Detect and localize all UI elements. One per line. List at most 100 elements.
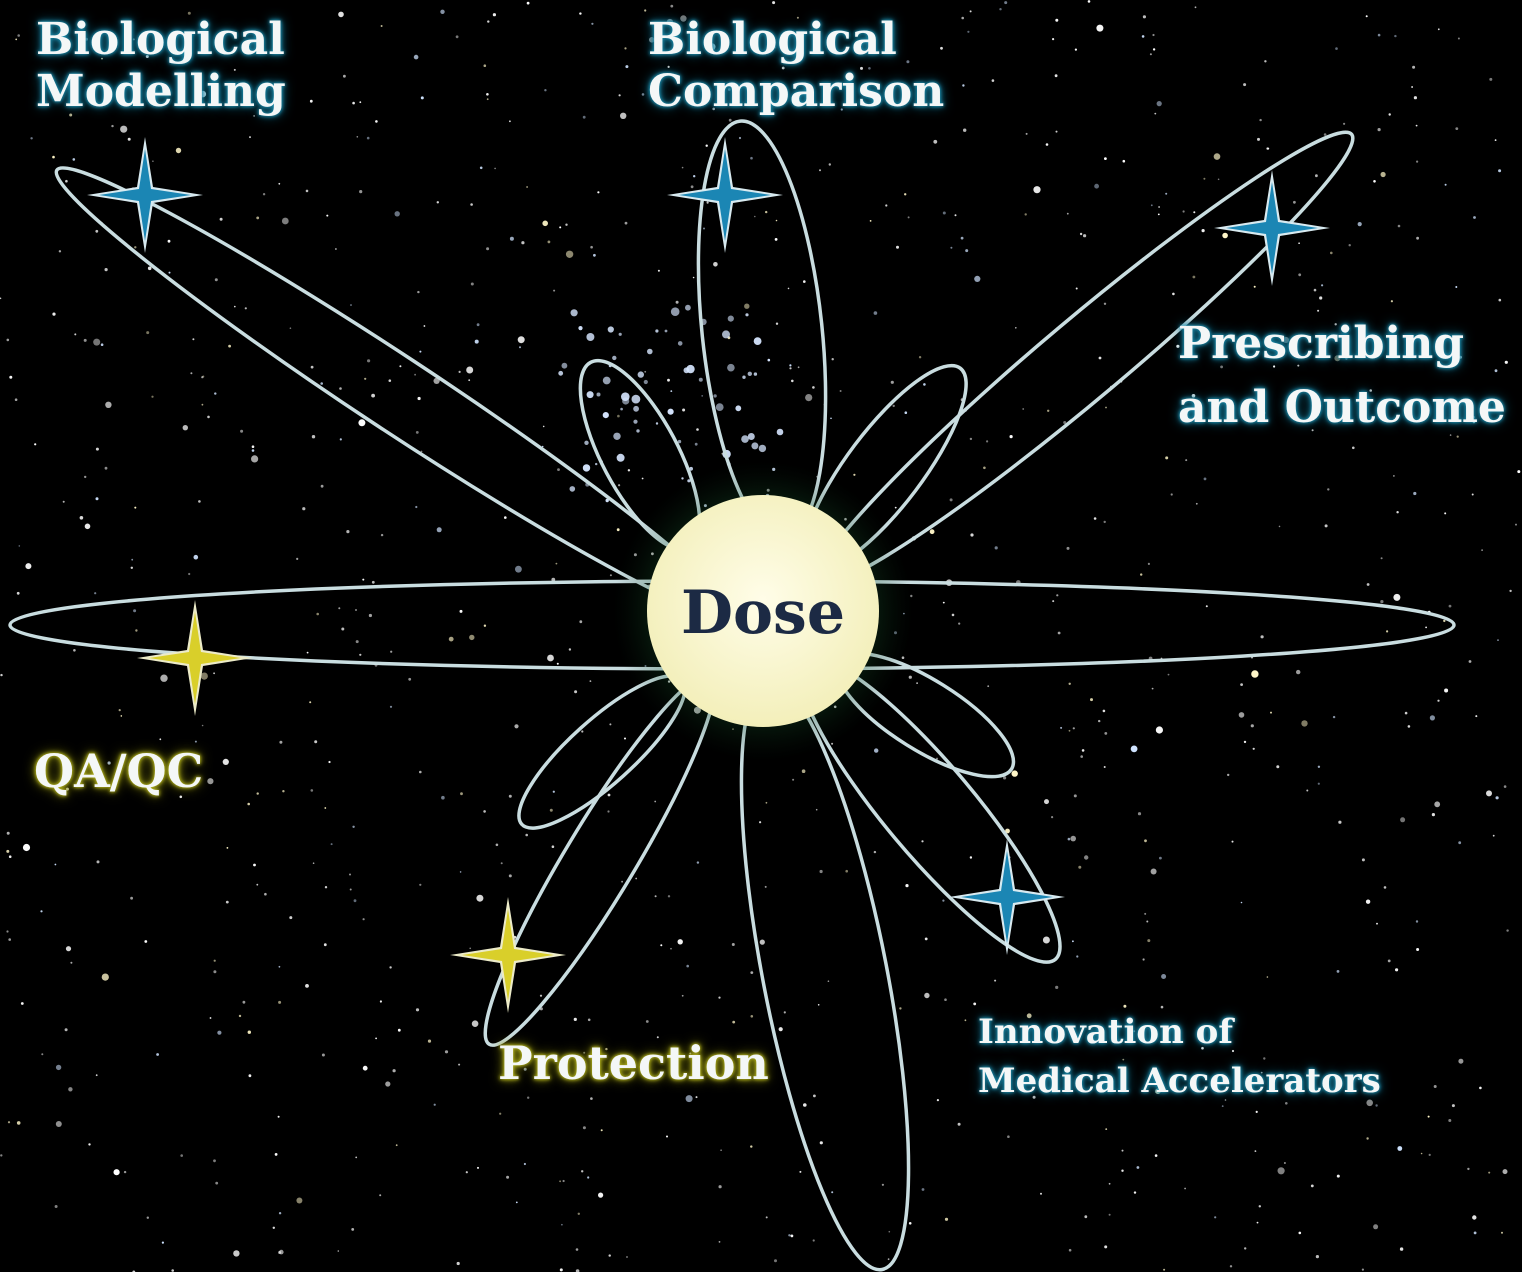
background-star bbox=[1069, 683, 1071, 685]
background-star bbox=[362, 579, 364, 581]
background-star bbox=[632, 395, 641, 404]
background-star bbox=[68, 1087, 72, 1091]
background-star bbox=[248, 1031, 251, 1034]
background-star bbox=[751, 442, 758, 449]
background-star bbox=[215, 278, 218, 281]
background-star bbox=[114, 1169, 120, 1175]
background-star bbox=[389, 966, 391, 968]
background-star bbox=[66, 946, 71, 951]
background-star bbox=[1078, 866, 1081, 869]
background-star bbox=[970, 438, 972, 440]
background-star bbox=[1076, 955, 1078, 957]
background-star bbox=[896, 246, 899, 249]
background-star bbox=[1052, 600, 1054, 602]
background-star bbox=[1338, 821, 1341, 824]
background-star bbox=[190, 372, 192, 374]
background-star bbox=[1051, 816, 1053, 818]
label-line: and Outcome bbox=[1178, 376, 1506, 440]
background-star bbox=[1157, 101, 1162, 106]
background-star bbox=[96, 1074, 98, 1076]
background-star bbox=[509, 120, 511, 122]
background-star bbox=[1214, 153, 1221, 160]
background-star bbox=[617, 528, 620, 531]
background-star bbox=[1296, 670, 1300, 674]
background-star bbox=[1043, 937, 1050, 944]
background-star bbox=[624, 738, 626, 740]
background-star bbox=[1193, 276, 1196, 279]
background-star bbox=[994, 980, 996, 982]
background-star bbox=[696, 1096, 698, 1098]
background-star bbox=[820, 870, 823, 873]
background-star bbox=[829, 163, 831, 165]
background-star bbox=[247, 803, 250, 806]
background-star bbox=[1144, 913, 1146, 915]
background-star bbox=[548, 241, 551, 244]
background-star bbox=[950, 247, 952, 249]
background-star bbox=[1165, 193, 1167, 195]
background-star bbox=[460, 871, 462, 873]
background-star bbox=[302, 507, 305, 510]
background-star bbox=[933, 140, 937, 144]
background-star bbox=[1416, 920, 1418, 922]
background-star bbox=[799, 1171, 801, 1173]
background-star bbox=[1047, 410, 1049, 412]
background-star bbox=[105, 402, 111, 408]
background-star bbox=[1010, 435, 1013, 438]
background-star bbox=[665, 330, 668, 333]
background-star bbox=[713, 394, 716, 397]
background-star bbox=[1413, 492, 1416, 495]
background-star bbox=[1073, 727, 1075, 729]
background-star bbox=[437, 201, 439, 203]
background-star bbox=[1206, 605, 1208, 607]
background-star bbox=[124, 1171, 126, 1173]
background-star bbox=[105, 268, 108, 271]
background-star bbox=[718, 997, 720, 999]
background-star bbox=[845, 870, 848, 873]
background-star bbox=[961, 17, 964, 20]
background-star bbox=[967, 31, 969, 33]
background-star bbox=[1060, 727, 1062, 729]
background-star bbox=[352, 826, 354, 828]
background-star bbox=[788, 1234, 790, 1236]
background-star bbox=[183, 425, 188, 430]
background-star bbox=[1256, 1111, 1258, 1113]
label-line: Protection bbox=[498, 1036, 769, 1090]
background-star bbox=[527, 1097, 529, 1099]
background-star bbox=[331, 843, 333, 845]
background-star bbox=[1076, 288, 1078, 290]
background-star bbox=[198, 500, 201, 503]
background-star bbox=[223, 759, 229, 765]
background-star bbox=[986, 440, 988, 442]
background-star bbox=[1498, 169, 1501, 172]
background-star bbox=[355, 609, 357, 611]
background-star bbox=[750, 1145, 752, 1147]
background-star bbox=[610, 574, 612, 576]
background-star bbox=[239, 1015, 241, 1017]
background-star bbox=[390, 706, 392, 708]
background-star bbox=[1230, 1265, 1232, 1267]
background-star bbox=[1067, 547, 1070, 550]
background-star bbox=[1243, 83, 1246, 86]
background-star bbox=[1343, 123, 1345, 125]
background-star bbox=[1195, 6, 1197, 8]
background-star bbox=[320, 382, 323, 385]
background-star bbox=[1425, 627, 1427, 629]
label-line: Modelling bbox=[36, 66, 286, 118]
background-star bbox=[256, 884, 258, 886]
background-star bbox=[1473, 216, 1476, 219]
background-star bbox=[499, 1113, 501, 1115]
background-star bbox=[744, 304, 749, 309]
background-star bbox=[341, 628, 344, 631]
background-star bbox=[1240, 683, 1243, 686]
background-star bbox=[521, 241, 524, 244]
background-star bbox=[1159, 857, 1162, 860]
background-star bbox=[471, 283, 474, 286]
background-star bbox=[962, 84, 964, 86]
background-star bbox=[364, 378, 366, 380]
background-star bbox=[1096, 25, 1103, 32]
background-star bbox=[518, 336, 525, 343]
background-star bbox=[587, 1176, 589, 1178]
background-star bbox=[583, 464, 590, 471]
background-star bbox=[233, 1250, 239, 1256]
label-innovation-of-medical-accelerators: Innovation of Medical Accelerators bbox=[978, 1008, 1381, 1107]
